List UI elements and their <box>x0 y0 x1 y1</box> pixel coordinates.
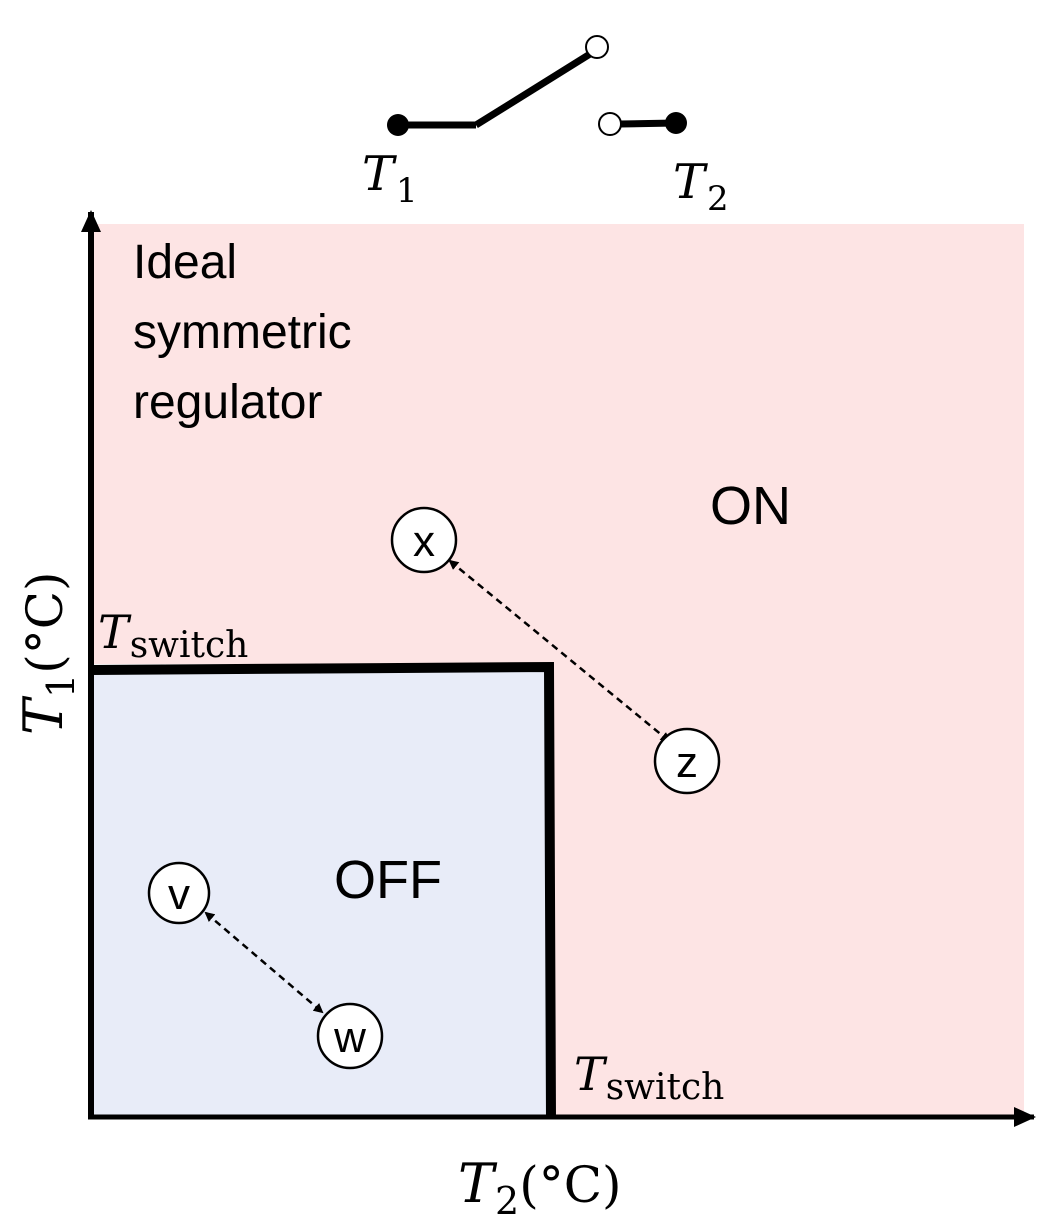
switch-right-label: T2 <box>673 154 729 219</box>
y-axis-label: T1(°C) <box>12 572 83 736</box>
switch-contact-open-icon <box>598 112 622 136</box>
svg-text:x: x <box>413 517 435 566</box>
point-x: x <box>390 506 458 574</box>
switch-symbol <box>387 35 687 136</box>
x-axis-label: T2(°C) <box>458 1152 622 1223</box>
on-region-upper <box>94 224 1024 664</box>
switch-pivot-open-icon <box>585 35 609 59</box>
svg-text:w: w <box>333 1013 366 1062</box>
x-threshold-label: Tswitch <box>574 1047 724 1108</box>
point-v: v <box>147 861 211 925</box>
on-region-right <box>549 664 1024 1116</box>
title-line-2: symmetric <box>133 306 352 359</box>
off-region-label: OFF <box>334 850 442 910</box>
pair-arrow-v-w <box>204 911 324 1014</box>
svg-text:v: v <box>168 870 190 919</box>
point-w: w <box>316 1002 384 1070</box>
switch-left-label: T1 <box>362 146 418 211</box>
point-z: z <box>653 727 721 795</box>
svg-text:z: z <box>676 738 698 787</box>
title-line-3: regulator <box>133 376 322 429</box>
on-region-label: ON <box>710 476 791 536</box>
switch-right-terminal-icon <box>665 112 687 134</box>
diagram-title: Ideal symmetric regulator <box>133 236 352 429</box>
title-line-1: Ideal <box>133 236 237 289</box>
switch-left-terminal-icon <box>387 114 409 136</box>
y-threshold-label: Tswitch <box>98 605 248 666</box>
